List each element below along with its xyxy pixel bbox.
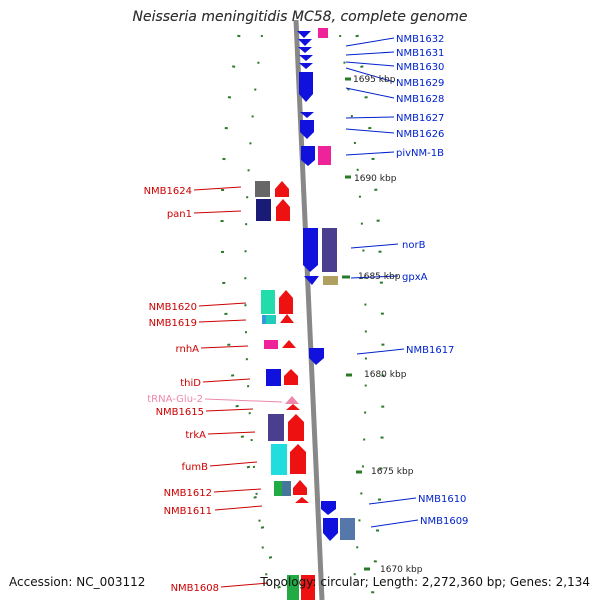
- gene-label: NMB1632: [396, 34, 444, 45]
- map-title: Neisseria meningitidis MC58, complete ge…: [132, 9, 468, 25]
- gene-label: norB: [402, 240, 426, 251]
- genome-summary-text: Topology: circular; Length: 2,272,360 bp…: [260, 575, 590, 589]
- gene-label: NMB1611: [164, 506, 212, 517]
- gene-label: gpxA: [402, 272, 428, 283]
- gene-label: trkA: [185, 430, 206, 441]
- tick-labels: 1695 kbp 1690 kbp 1685 kbp 1680 kbp 1675…: [342, 75, 423, 575]
- gene-label: NMB1629: [396, 78, 444, 89]
- forward-strand-genes: [287, 28, 355, 600]
- reverse-strand-genes: [255, 181, 309, 503]
- gene-label: NMB1630: [396, 62, 444, 73]
- gene-label: NMB1626: [396, 129, 444, 140]
- backbone-axis: [293, 19, 325, 600]
- gene-label: NMB1617: [406, 345, 454, 356]
- leader-lines: [193, 37, 419, 588]
- gene-label: rnhA: [176, 344, 200, 355]
- gene-label: NMB1615: [156, 407, 204, 418]
- gene-label: NMB1620: [149, 302, 197, 313]
- forward-gene-labels: NMB1632 NMB1631 NMB1630 NMB1629 NMB1628 …: [396, 34, 468, 527]
- tick-label: 1685 kbp: [358, 272, 401, 282]
- gene-label: pivNM-1B: [396, 148, 444, 159]
- tick-label: 1670 kbp: [380, 565, 423, 575]
- tick-label: 1690 kbp: [354, 174, 397, 184]
- gene-label: NMB1610: [418, 494, 466, 505]
- reverse-gene-labels: NMB1624 pan1 NMB1620 NMB1619 rnhA thiD t…: [144, 186, 219, 594]
- gene-label: NMB1608: [171, 583, 219, 594]
- tick-label: 1675 kbp: [371, 467, 414, 477]
- gene-label: fumB: [182, 462, 209, 473]
- gene-label: NMB1628: [396, 94, 444, 105]
- gene-label: NMB1609: [420, 516, 468, 527]
- gene-label: NMB1627: [396, 113, 444, 124]
- tick-label: 1695 kbp: [353, 75, 396, 85]
- gene-label: tRNA-Glu-2: [147, 394, 203, 405]
- map-title: Neisseria meningitidis MC58, complete ge…: [132, 9, 468, 25]
- gene-label: pan1: [167, 209, 192, 220]
- gene-label: thiD: [180, 378, 201, 389]
- gene-label: NMB1624: [144, 186, 192, 197]
- gene-label: NMB1631: [396, 48, 444, 59]
- accession-text: Accession: NC_003112: [9, 575, 146, 589]
- gene-label: NMB1612: [164, 488, 212, 499]
- gene-label: NMB1619: [149, 318, 197, 329]
- tick-label: 1680 kbp: [364, 370, 407, 380]
